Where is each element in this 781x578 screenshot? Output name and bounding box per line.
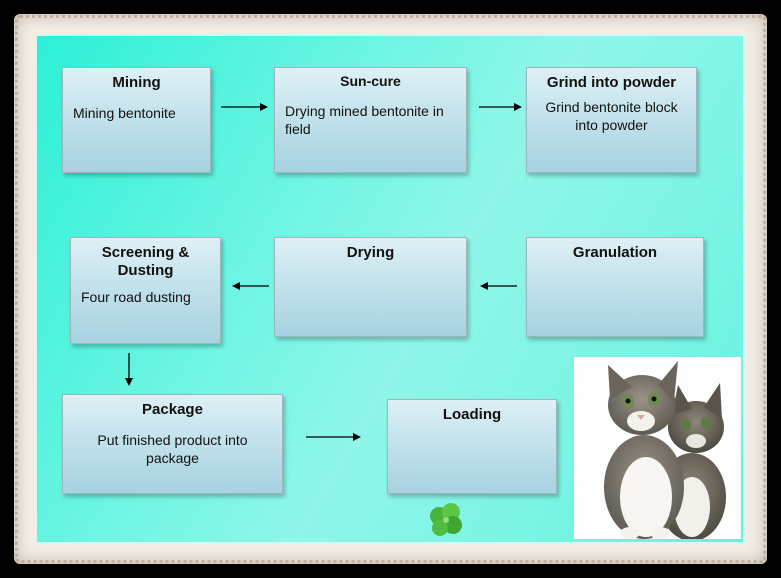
step-desc: Drying mined bentonite in field — [285, 103, 444, 137]
four-leaf-clover-icon — [430, 503, 462, 536]
arrow-right-icon — [306, 433, 361, 441]
step-sun-cure: Sun-cure Drying mined bentonite in field — [274, 67, 467, 173]
step-screening-dusting: Screening & Dusting Four road dusting — [70, 237, 221, 344]
step-desc: Four road dusting — [81, 289, 191, 305]
arrow-left-icon — [480, 282, 517, 290]
arrow-right-icon — [479, 103, 522, 111]
step-desc: Put finished product into package — [97, 432, 248, 466]
arrow-left-icon — [232, 282, 269, 290]
step-desc: Grind bentonite block into powder — [545, 99, 678, 133]
step-title: Sun-cure — [340, 73, 401, 89]
step-loading: Loading — [387, 399, 557, 494]
step-grind-into-powder: Grind into powder Grind bentonite block … — [526, 67, 697, 173]
step-mining: Mining Mining bentonite — [62, 67, 211, 173]
step-desc: Mining bentonite — [73, 105, 176, 121]
arrow-down-icon — [125, 353, 133, 386]
step-granulation: Granulation — [526, 237, 704, 337]
step-package: Package Put finished product into packag… — [62, 394, 283, 494]
step-title: Grind into powder — [546, 74, 677, 91]
step-title: Screening & Dusting — [101, 244, 190, 279]
kittens-image — [574, 357, 741, 539]
step-title: Loading — [442, 406, 502, 423]
step-title: Drying — [346, 244, 395, 261]
step-title: Package — [142, 401, 203, 418]
step-title: Mining — [112, 74, 161, 91]
arrow-right-icon — [221, 103, 268, 111]
step-title: Granulation — [572, 244, 658, 261]
step-drying: Drying — [274, 237, 467, 337]
